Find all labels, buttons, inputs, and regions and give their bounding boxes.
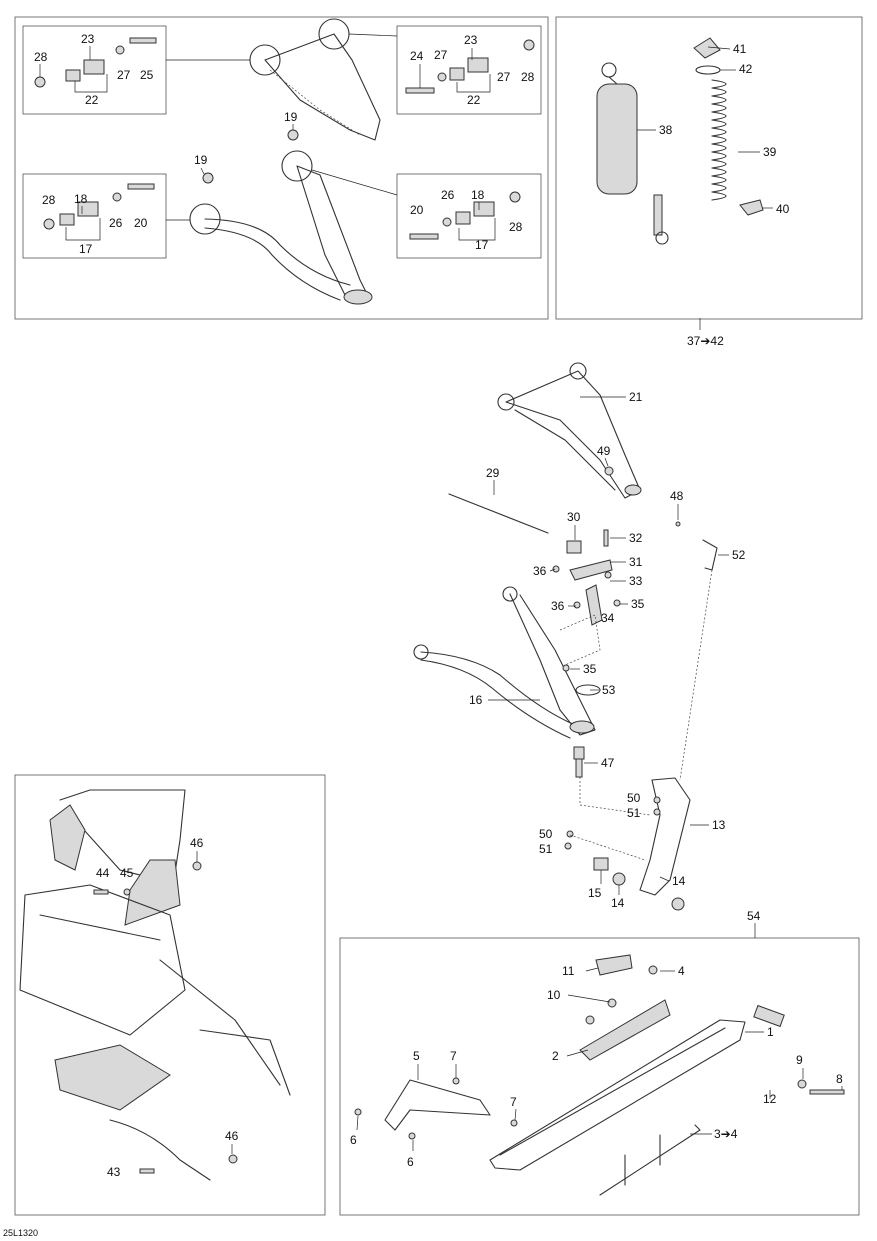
lower-a-arm-small: [166, 150, 398, 305]
callout-25: 25: [140, 68, 154, 82]
callout-1: 1: [767, 1025, 774, 1039]
callout-53: 53: [602, 683, 616, 697]
callout-33: 33: [629, 574, 643, 588]
callout-21: 21: [629, 390, 643, 404]
callout-23: 23: [464, 33, 478, 47]
callout-46: 46: [225, 1129, 239, 1143]
upper-a-arm-main: [497, 362, 642, 499]
shock-absorber-drawing: [596, 62, 669, 245]
sway-bar-link: [448, 493, 621, 666]
drawing-code: 25L1320: [3, 1228, 38, 1238]
callout-11: 11: [562, 964, 575, 978]
callout-6: 6: [407, 1155, 414, 1169]
callout-14: 14: [672, 874, 686, 888]
callout-6: 6: [350, 1133, 357, 1147]
callout-43: 43: [107, 1165, 121, 1179]
callout-28: 28: [509, 220, 523, 234]
callout-38: 38: [659, 123, 673, 137]
subbox-lower-left-hardware: [22, 173, 167, 259]
callout-19: 19: [194, 153, 208, 167]
callout-42: 42: [739, 62, 753, 76]
callout-18: 18: [471, 188, 485, 202]
callout-26: 26: [441, 188, 455, 202]
callout-22: 22: [85, 93, 99, 107]
ski-kit-label-3-4: 3➔4: [714, 1127, 738, 1141]
upper-a-arm-small: [166, 18, 398, 141]
subbox-upper-left-hardware: [22, 25, 167, 115]
panel-ski-assembly: [339, 937, 860, 1216]
callout-48: 48: [670, 489, 684, 503]
callout-26: 26: [109, 216, 123, 230]
leader-lines: [39, 46, 843, 1154]
callout-16: 16: [469, 693, 483, 707]
callout-18: 18: [74, 192, 88, 206]
callout-40: 40: [776, 202, 790, 216]
callout-7: 7: [450, 1049, 457, 1063]
callout-20: 20: [134, 216, 148, 230]
callout-14: 14: [611, 896, 625, 910]
ski-drawing: [354, 954, 845, 1196]
callout-27: 27: [117, 68, 131, 82]
callout-22: 22: [467, 93, 481, 107]
callout-24: 24: [410, 49, 424, 63]
callout-4: 4: [678, 964, 685, 978]
lower-a-arm-main: [413, 586, 601, 739]
callout-34: 34: [601, 611, 615, 625]
subbox-upper-right-hardware: [396, 25, 542, 115]
callout-20: 20: [410, 203, 424, 217]
callout-23: 23: [81, 32, 95, 46]
ball-joint-and-spindle: [564, 521, 718, 911]
kit-label-37-42: 37➔42: [687, 334, 724, 348]
callout-39: 39: [763, 145, 777, 159]
callout-44: 44: [96, 866, 110, 880]
callout-10: 10: [547, 988, 561, 1002]
callout-28: 28: [42, 193, 56, 207]
callout-27: 27: [497, 70, 511, 84]
callout-49: 49: [597, 444, 611, 458]
callout-30: 30: [567, 510, 581, 524]
callout-8: 8: [836, 1072, 843, 1086]
callout-5: 5: [413, 1049, 420, 1063]
callout-28: 28: [34, 50, 48, 64]
callout-31: 31: [629, 555, 643, 569]
callout-50: 50: [627, 791, 641, 805]
callout-50: 50: [539, 827, 553, 841]
callout-7: 7: [510, 1095, 517, 1109]
callout-17: 17: [79, 242, 93, 256]
callout-41: 41: [733, 42, 747, 56]
panel-frame-mounting: [14, 774, 326, 1216]
callout-32: 32: [629, 531, 643, 545]
callout-17: 17: [475, 238, 489, 252]
panel-shock-spring: [555, 16, 863, 320]
callout-45: 45: [120, 866, 134, 880]
callout-29: 29: [486, 466, 500, 480]
ski-assembly-number: 54: [747, 909, 761, 923]
callout-51: 51: [539, 842, 553, 856]
callout-47: 47: [601, 756, 615, 770]
callout-51: 51: [627, 806, 641, 820]
callout-52: 52: [732, 548, 746, 562]
callout-9: 9: [796, 1053, 803, 1067]
callout-19: 19: [284, 110, 298, 124]
callout-35: 35: [583, 662, 597, 676]
spring-drawing: [693, 37, 764, 216]
callout-36: 36: [533, 564, 547, 578]
callout-13: 13: [712, 818, 726, 832]
callout-35: 35: [631, 597, 645, 611]
callout-2: 2: [552, 1049, 559, 1063]
callout-27: 27: [434, 48, 448, 62]
hardware-sketches: [34, 37, 535, 240]
callout-46: 46: [190, 836, 204, 850]
callout-28: 28: [521, 70, 535, 84]
callout-15: 15: [588, 886, 602, 900]
frame-mounting-drawing: [19, 789, 291, 1181]
callout-36: 36: [551, 599, 565, 613]
subbox-lower-right-hardware: [396, 173, 542, 259]
panel-a-arm-detail: [14, 16, 549, 320]
